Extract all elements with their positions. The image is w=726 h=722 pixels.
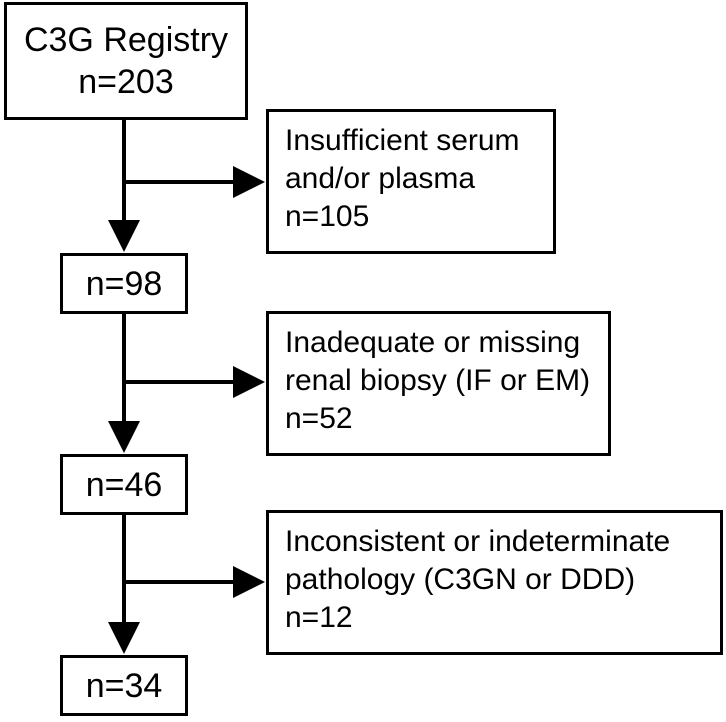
exclusion-1-reason-line-1: Insufficient serum [285,124,520,157]
registry-box: C3G Registry n=203 [4,2,248,120]
step-1-count: n=98 [85,265,163,303]
exclusion-3-count: n=12 [285,601,353,634]
exclusion-2-reason-line-2: renal biopsy (IF or EM) [285,364,591,397]
step-2-count: n=46 [85,466,163,504]
exclusion-1-count: n=105 [285,200,370,233]
step-1-box: n=98 [60,253,188,314]
exclusion-2-reason-line-1: Inadequate or missing [285,326,581,359]
step-3-box: n=34 [60,655,188,716]
exclusion-3-reason-line-1: Inconsistent or indeterminate [285,525,671,558]
exclusion-box-2: Inadequate or missing renal biopsy (IF o… [266,311,611,456]
step-3-count: n=34 [85,667,163,705]
exclusion-box-3: Inconsistent or indeterminate pathology … [266,510,723,655]
exclusion-3-reason-line-2: pathology (C3GN or DDD) [285,563,636,596]
registry-title: C3G Registry [23,21,229,59]
registry-count: n=203 [78,63,174,101]
exclusion-1-reason-line-2: and/or plasma [285,162,476,195]
exclusion-box-1: Insufficient serum and/or plasma n=105 [266,109,556,254]
exclusion-2-count: n=52 [285,402,353,435]
step-2-box: n=46 [60,454,188,515]
